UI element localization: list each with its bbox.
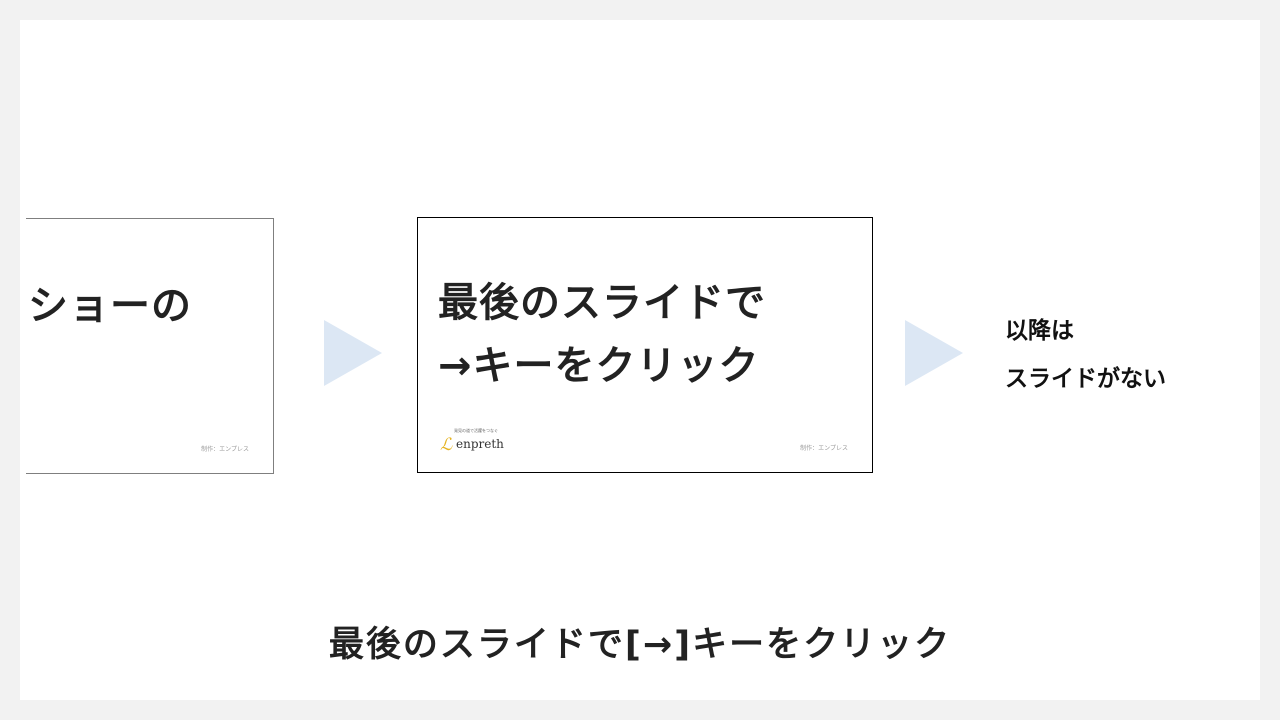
- last-slide-credit: 制作：エンプレス: [800, 445, 848, 452]
- enpreth-logo: 発見の道で活躍をつなぐ ℒ enpreth: [440, 428, 520, 455]
- last-slide-thumbnail: 最後のスライドで →キーをクリック 発見の道で活躍をつなぐ ℒ enpreth …: [417, 217, 873, 473]
- previous-slide-credit: 制作：エンプレス: [201, 446, 249, 453]
- last-slide-text: 最後のスライドで →キーをクリック: [438, 272, 766, 398]
- instruction-caption: 最後のスライドで[→]キーをクリック: [328, 625, 952, 665]
- right-arrow-icon: [324, 320, 382, 386]
- previous-slide-thumbnail: ショーの 制作：エンプレス: [26, 218, 274, 474]
- no-more-slides-line2: スライドがない: [1005, 366, 1166, 392]
- logo-wordmark: enpreth: [456, 437, 504, 451]
- logo-tagline: 発見の道で活躍をつなぐ: [454, 428, 498, 433]
- no-more-slides-note: 以降は スライドがない: [1005, 307, 1166, 403]
- last-slide-line2: →キーをクリック: [438, 343, 760, 389]
- logo-mark-icon: ℒ: [440, 435, 453, 455]
- no-more-slides-line1: 以降は: [1005, 318, 1074, 344]
- last-slide-line1: 最後のスライドで: [438, 280, 766, 326]
- slide-canvas: ショーの 制作：エンプレス 最後のスライドで →キーをクリック 発見の道で活躍を…: [20, 20, 1260, 700]
- right-arrow-icon: [905, 320, 963, 386]
- previous-slide-text: ショーの: [28, 283, 192, 329]
